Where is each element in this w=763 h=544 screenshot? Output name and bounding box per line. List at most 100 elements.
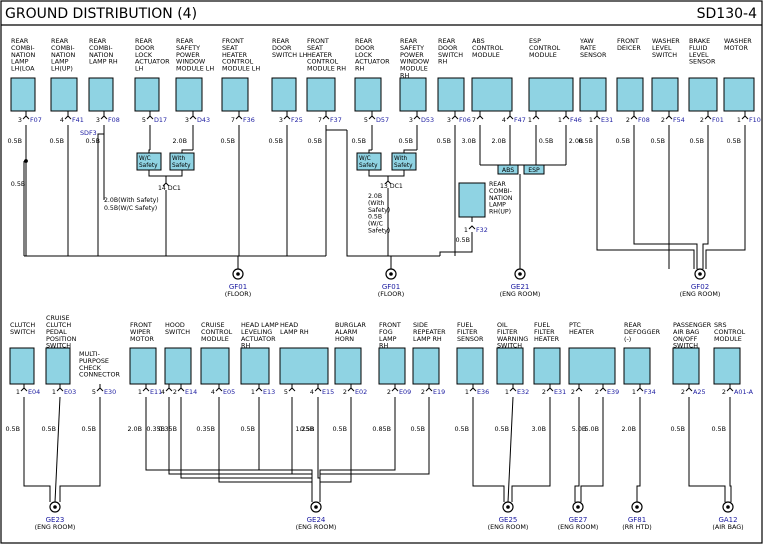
component-label: REAR [176,37,194,45]
connector-chevron-icon [255,387,263,392]
connector-id: D53 [421,116,434,124]
connector-chevron-icon [146,115,154,120]
ptc-heater [568,347,616,385]
component-label: RATE [580,44,596,52]
connector-chevron-icon [562,115,570,120]
rear-combination-lamp-rh-up [458,182,486,218]
component-label: COMBI- [489,188,512,195]
rear-door-switch-lh [271,77,297,112]
wire-spec: 0.5B [455,236,470,244]
wire-spec: 0.35B [146,425,165,433]
pin-number: 3 [185,116,189,124]
component-label: PASSENGER [673,321,712,329]
ground-location: (ENG ROOM) [488,523,529,531]
pin-number: 2 [421,388,425,396]
wire-spec: 0.5B [368,214,382,221]
component-label: SEAT [307,44,323,52]
component-label: FRONT [130,321,152,329]
pin-number: 1 [558,116,562,124]
wire-spec: 0.5B [454,425,469,433]
wire [23,397,51,502]
component-label: MODULE [529,51,557,59]
connector-id: F06 [459,116,471,124]
component-label: SWITCH [438,51,463,59]
pin-number: 4 [502,116,506,124]
ground-id: GE27 [569,516,588,524]
component-label: CONTROL [529,44,561,52]
connector-id: E04 [28,388,40,396]
wire-spec: 0.5B [711,425,726,433]
wire-spec: (With [368,200,385,207]
wc-safety-label: W/C [139,156,151,162]
component-label: DOOR [355,44,375,52]
oil-filter-warning-switch [496,347,524,385]
connector-chevron-icon [142,387,150,392]
wc-safety-label: Safety [139,163,158,169]
connector-chevron-icon [704,115,712,120]
component-label: REPEATER [413,328,446,336]
component-label: LH(UP) [51,65,73,73]
component-label: LOCK [135,51,153,59]
pin-number: 3 [447,116,451,124]
component-label: SEAT [222,44,238,52]
rear-door-lock-actuator-rh [354,77,382,112]
rear-safety-power-window-module-lh [175,77,203,112]
component-label: OIL [497,321,508,329]
component-label: MOTOR [130,335,154,343]
component-label: NATION [51,51,75,59]
wire [388,170,405,177]
connector-id: E39 [607,388,619,396]
ground-id: GF81 [628,516,646,524]
component-label: CONTROL [222,58,254,66]
connector-chevron-icon [506,115,514,120]
pin-number: 1 [464,226,468,234]
connector-chevron-icon [546,387,554,392]
washer-level-switch [651,77,679,112]
wire-spec: 0.5B [670,425,685,433]
connector-id: E14 [185,388,197,396]
component-label: MODULE [714,335,742,343]
ground-id: GE25 [499,516,518,524]
wire [511,397,551,502]
component-label: WIPER [130,328,151,336]
passenger-air-bag-on-off-switch [672,347,700,385]
diagram-title: GROUND DISTRIBUTION (4) [5,6,197,22]
esp-tag [523,164,545,175]
component-label: FRONT [617,37,639,45]
component-label: CONTROL [201,328,233,336]
connector-chevron-icon [476,115,484,120]
wire-spec: 0.5B [5,425,20,433]
connector-id: F46 [570,116,582,124]
pin-number: 7 [318,116,322,124]
connector-chevron-icon [593,115,601,120]
pin-number: 1 [528,116,532,124]
pin-number: 1 [465,388,469,396]
connector-id: F08 [638,116,650,124]
head-lamp-rh [279,347,329,385]
connector-chevron-icon [162,182,170,187]
connector-chevron-icon [314,387,322,392]
component-label: WARNING [497,335,528,343]
diagram-code: SD130-4 [697,6,757,22]
component-label: LAMP [489,202,506,209]
wire [346,130,440,257]
component-label: SIDE [413,321,428,329]
connector-id: E13 [263,388,275,396]
component-label: MOTOR [724,44,748,52]
srs-control-module [713,347,741,385]
pin-number: 4 [310,388,314,396]
connector-chevron-icon [509,387,517,392]
pin-number: 1 [632,388,636,396]
connector-id: F10 [749,116,761,124]
connector-id: 13 DC1 [380,183,403,190]
wire-spec: 0.5B [650,137,665,145]
ground-id: GF01 [229,283,247,291]
ground-id: GE24 [307,516,326,524]
abs-tag [497,164,519,175]
component-label: HEATER [307,51,333,59]
connector-id: E05 [223,388,235,396]
wire-spec: (W/C [368,221,383,228]
connector-chevron-icon [425,387,433,392]
component-label: DOOR [438,44,458,52]
